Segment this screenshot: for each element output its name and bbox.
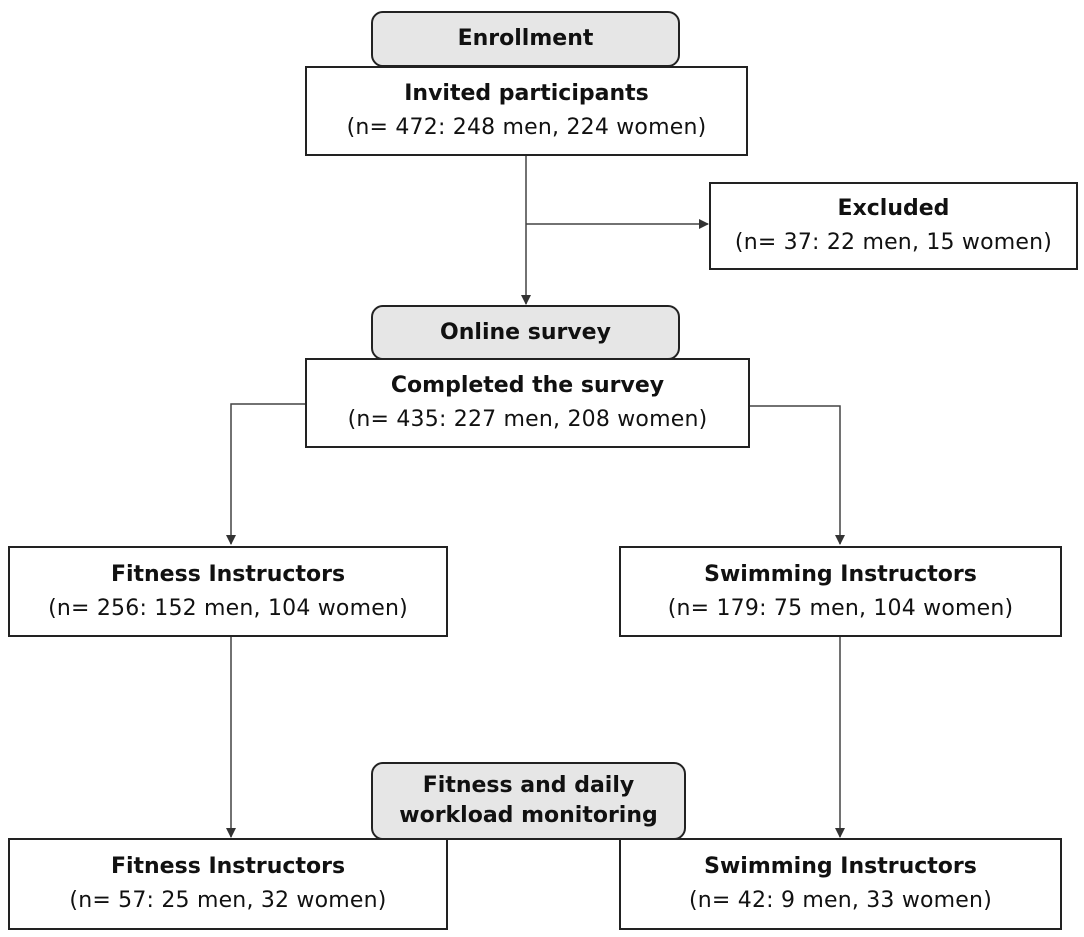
box-swimming-instructors-monitoring: Swimming Instructors (n= 42: 9 men, 33 w… bbox=[619, 838, 1062, 930]
stage-online-survey: Online survey bbox=[371, 305, 680, 360]
arrow-completed-to-fitness bbox=[226, 403, 306, 545]
box-count: (n= 57: 25 men, 32 women) bbox=[69, 888, 387, 913]
stage-online-survey-label: Online survey bbox=[440, 319, 611, 345]
box-count: (n= 472: 248 men, 224 women) bbox=[346, 115, 707, 140]
box-count: (n= 435: 227 men, 208 women) bbox=[347, 407, 708, 432]
box-title: Fitness Instructors bbox=[110, 854, 346, 879]
box-title: Swimming Instructors bbox=[704, 854, 977, 879]
box-count: (n= 179: 75 men, 104 women) bbox=[667, 595, 1014, 621]
box-swimming-instructors-survey: Swimming Instructors (n= 179: 75 men, 10… bbox=[619, 546, 1062, 637]
box-fitness-instructors-survey: Fitness Instructors (n= 256: 152 men, 10… bbox=[8, 546, 448, 637]
stage-monitoring-label-line1: Fitness and daily bbox=[422, 773, 635, 798]
box-count: (n= 37: 22 men, 15 women) bbox=[734, 230, 1053, 255]
box-count: (n= 256: 152 men, 104 women) bbox=[48, 595, 408, 621]
box-count: (n= 42: 9 men, 33 women) bbox=[689, 888, 992, 913]
stage-enrollment-label: Enrollment bbox=[457, 26, 594, 51]
stage-monitoring: Fitness and daily workload monitoring bbox=[371, 762, 686, 840]
stage-monitoring-label-line2: workload monitoring bbox=[399, 803, 658, 828]
box-title: Completed the survey bbox=[390, 373, 665, 398]
arrow-completed-to-swimming bbox=[750, 405, 845, 545]
box-title: Excluded bbox=[837, 196, 950, 221]
box-title: Invited participants bbox=[404, 81, 649, 106]
box-fitness-instructors-monitoring: Fitness Instructors (n= 57: 25 men, 32 w… bbox=[8, 838, 448, 930]
box-excluded: Excluded (n= 37: 22 men, 15 women) bbox=[709, 182, 1078, 270]
box-invited-participants: Invited participants (n= 472: 248 men, 2… bbox=[305, 66, 748, 156]
box-title: Fitness Instructors bbox=[110, 561, 346, 587]
stage-enrollment: Enrollment bbox=[371, 11, 680, 67]
box-title: Swimming Instructors bbox=[704, 561, 977, 587]
box-completed-survey: Completed the survey (n= 435: 227 men, 2… bbox=[305, 358, 750, 448]
